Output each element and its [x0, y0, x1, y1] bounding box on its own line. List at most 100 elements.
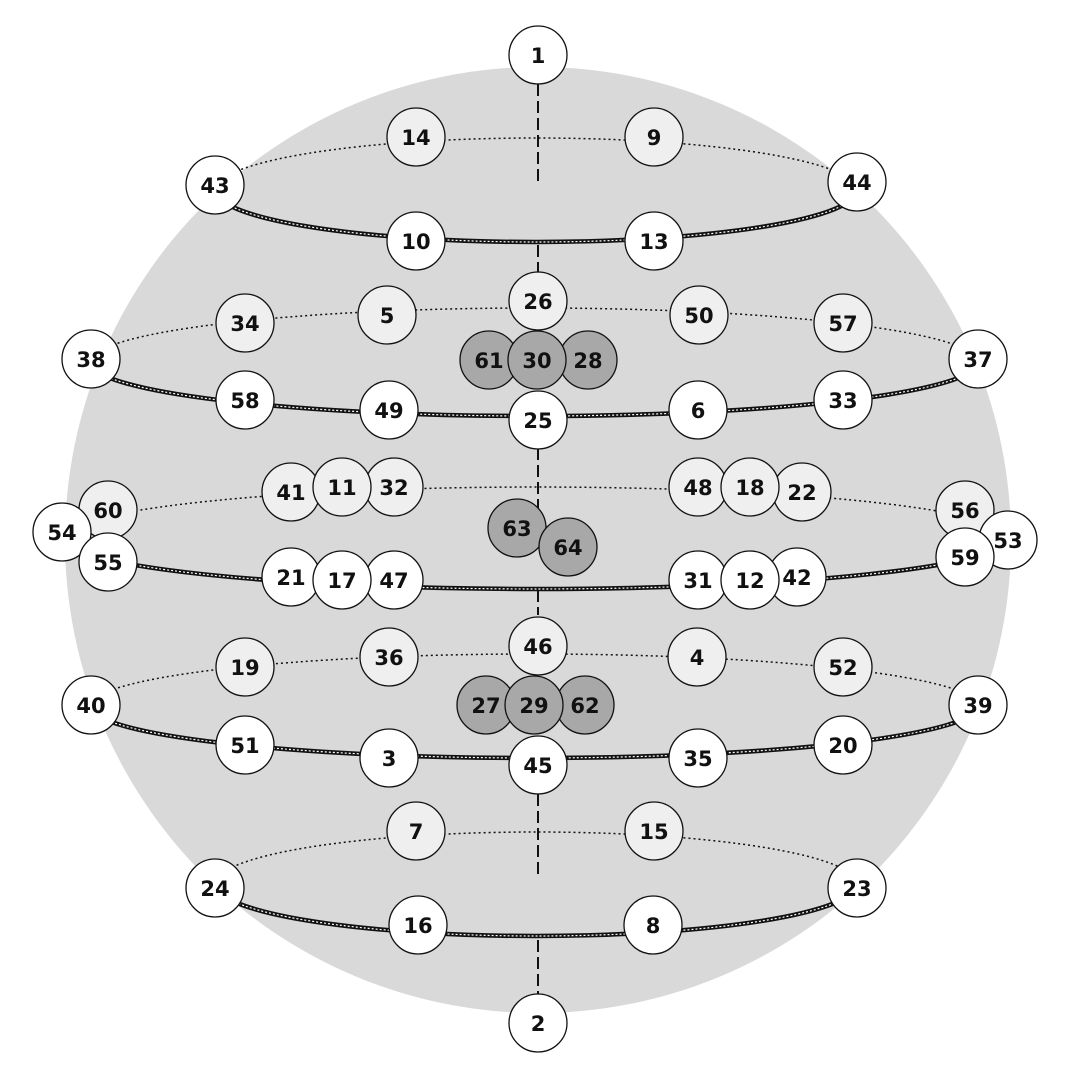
node-4: 4 — [667, 627, 727, 687]
node-39: 39 — [948, 675, 1008, 735]
node-circle — [61, 329, 121, 389]
node-13: 13 — [624, 211, 684, 271]
node-label: 4 — [690, 646, 705, 670]
node-30: 30 — [507, 330, 567, 390]
node-label: 7 — [409, 820, 424, 844]
node-label: 2 — [531, 1012, 546, 1036]
node-24: 24 — [185, 858, 245, 918]
node-label: 44 — [842, 171, 871, 195]
node-36: 36 — [359, 627, 419, 687]
node-label: 39 — [963, 694, 992, 718]
node-label: 28 — [573, 349, 602, 373]
node-circle — [215, 293, 275, 353]
node-11: 11 — [312, 457, 372, 517]
node-29: 29 — [504, 675, 564, 735]
node-label: 31 — [683, 569, 712, 593]
node-label: 9 — [647, 126, 662, 150]
node-label: 26 — [523, 290, 552, 314]
node-circle — [507, 330, 567, 390]
node-22: 22 — [772, 462, 832, 522]
node-6: 6 — [668, 380, 728, 440]
node-label: 33 — [828, 389, 857, 413]
node-7: 7 — [386, 801, 446, 861]
ring-back-arc — [214, 831, 858, 885]
node-circle — [935, 527, 995, 587]
node-circle — [504, 675, 564, 735]
node-61: 61 — [459, 330, 519, 390]
node-circle — [359, 728, 419, 788]
node-64: 64 — [538, 517, 598, 577]
node-circle — [668, 728, 728, 788]
node-label: 10 — [401, 230, 430, 254]
node-circle — [827, 858, 887, 918]
node-label: 50 — [684, 304, 713, 328]
node-label: 45 — [523, 754, 552, 778]
node-label: 20 — [828, 734, 857, 758]
node-20: 20 — [813, 715, 873, 775]
node-47: 47 — [364, 550, 424, 610]
node-label: 53 — [993, 529, 1022, 553]
ring-back-arc — [62, 486, 1010, 539]
node-circle — [720, 550, 780, 610]
ring-top — [212, 137, 860, 245]
node-12: 12 — [720, 550, 780, 610]
node-circle — [624, 107, 684, 167]
node-label: 35 — [683, 747, 712, 771]
node-63: 63 — [487, 498, 547, 558]
node-label: 1 — [531, 44, 546, 68]
node-label: 16 — [403, 914, 432, 938]
node-circle — [357, 285, 417, 345]
node-31: 31 — [668, 550, 728, 610]
node-label: 29 — [519, 694, 548, 718]
node-circle — [215, 370, 275, 430]
node-circle — [386, 107, 446, 167]
node-circle — [948, 329, 1008, 389]
node-label: 51 — [230, 734, 259, 758]
node-52: 52 — [813, 637, 873, 697]
node-label: 59 — [950, 546, 979, 570]
node-label: 8 — [646, 914, 661, 938]
node-label: 12 — [735, 569, 764, 593]
node-label: 37 — [963, 348, 992, 372]
node-circle — [813, 637, 873, 697]
node-circle — [508, 616, 568, 676]
node-circle — [359, 627, 419, 687]
node-label: 40 — [76, 694, 105, 718]
node-label: 43 — [200, 174, 229, 198]
node-49: 49 — [359, 380, 419, 440]
node-3: 3 — [359, 728, 419, 788]
node-45: 45 — [508, 735, 568, 795]
node-label: 48 — [683, 476, 712, 500]
node-circle — [359, 380, 419, 440]
node-label: 11 — [327, 476, 356, 500]
node-label: 18 — [735, 476, 764, 500]
node-label: 15 — [639, 820, 668, 844]
node-21: 21 — [261, 547, 321, 607]
node-label: 58 — [230, 389, 259, 413]
node-label: 24 — [200, 877, 229, 901]
node-34: 34 — [215, 293, 275, 353]
node-28: 28 — [558, 330, 618, 390]
node-25: 25 — [508, 390, 568, 450]
node-41: 41 — [261, 462, 321, 522]
node-55: 55 — [78, 532, 138, 592]
node-label: 42 — [782, 566, 811, 590]
node-2: 2 — [508, 993, 568, 1053]
node-18: 18 — [720, 457, 780, 517]
node-48: 48 — [668, 457, 728, 517]
node-circle — [508, 735, 568, 795]
node-35: 35 — [668, 728, 728, 788]
node-label: 6 — [691, 399, 706, 423]
node-label: 49 — [374, 399, 403, 423]
ring-back-arc — [214, 137, 858, 191]
node-label: 46 — [523, 635, 552, 659]
node-circle — [215, 715, 275, 775]
node-62: 62 — [555, 675, 615, 735]
node-label: 32 — [379, 476, 408, 500]
node-label: 14 — [401, 126, 430, 150]
node-circle — [669, 285, 729, 345]
node-label: 36 — [374, 646, 403, 670]
node-label: 63 — [502, 517, 531, 541]
